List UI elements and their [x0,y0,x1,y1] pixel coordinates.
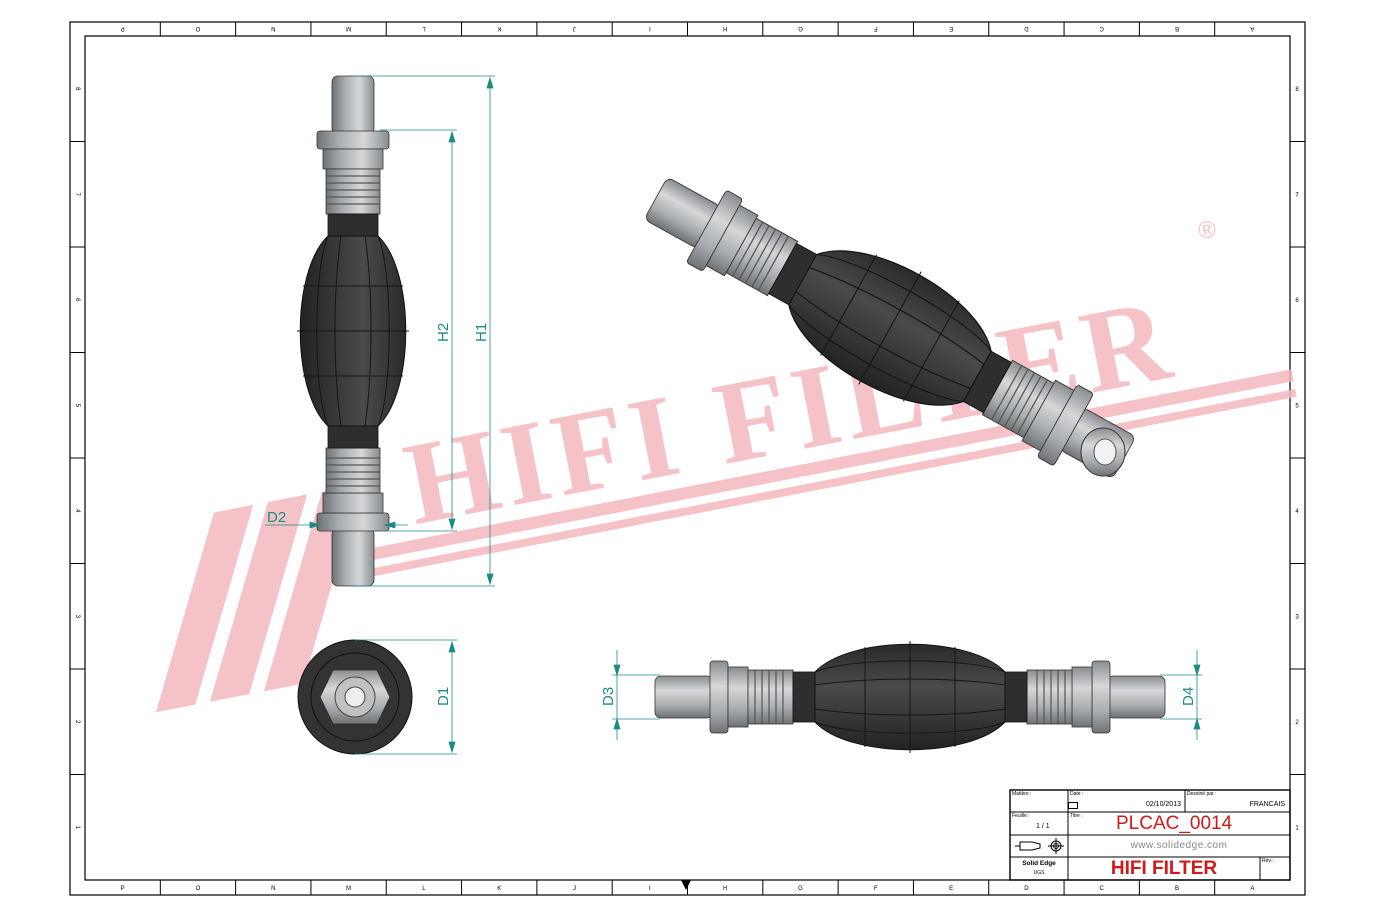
dim-d2: D2 [267,509,286,526]
drawing-title: PLCAC_0014 [1116,813,1233,834]
date-value: 02/10/2013 [1145,801,1181,808]
dim-h1: H1 [473,323,490,342]
zone-label: 1 [1295,825,1299,831]
zone-label: J [573,886,576,892]
sheet-label: Feuille : [1012,813,1030,819]
bottom-view [297,639,413,755]
zone-label: H [723,25,727,31]
date-label: Date : [1070,791,1084,797]
zone-label: 1 [74,826,80,830]
zone-label: K [497,25,501,31]
zone-label: G [798,25,803,31]
zone-label: 2 [74,720,80,724]
projection-cone-icon [1015,841,1041,851]
zone-label: I [649,25,651,31]
zone-label: P [121,886,125,892]
zone-label: L [422,25,426,31]
zone-label: 2 [1295,720,1299,726]
zone-label: B [1175,25,1179,31]
company-name: HIFI FILTER [1110,858,1218,879]
dim-d4: D4 [1180,687,1197,706]
svg-text:®: ® [1196,215,1219,245]
zone-label: 5 [74,404,80,408]
zone-label: A [1250,886,1254,892]
zone-label: 4 [1295,509,1299,515]
title-cell: Titre : PLCAC_0014 [1068,812,1290,835]
material-cell: Matière : [1010,790,1068,812]
drawn-by-cell: Dessiné par : FRANCAIS [1185,790,1290,812]
software-cell: Solid Edge UGS [1010,857,1068,880]
material-label: Matière : [1012,791,1032,797]
dimension-lines [265,75,1202,755]
dim-h2: H2 [435,323,452,342]
zone-label: O [195,25,200,31]
zone-label: 5 [1295,403,1299,409]
center-mark-icon [681,880,691,890]
zone-label: 3 [1295,614,1299,620]
zone-label: C [1100,886,1105,892]
zone-label: E [949,886,953,892]
software-name: Solid Edge [1022,860,1056,867]
dim-d1: D1 [435,687,452,706]
title-label: Titre : [1070,813,1083,819]
zone-label: D [1024,25,1029,31]
website-text: www.solidedge.com [1130,840,1228,851]
projection-symbol [1010,835,1068,857]
zone-label: M [346,886,351,892]
projection-circle-icon [1048,838,1064,854]
zone-label: 7 [1295,192,1299,198]
zone-label: N [271,25,275,31]
software-vendor: UGS [1033,870,1045,876]
zone-label: 6 [74,298,80,302]
isometric-view [623,141,1157,515]
zone-label: D [1024,886,1029,892]
zone-label: N [271,886,275,892]
zone-label: 3 [74,615,80,619]
date-cell: Date : 02/10/2013 [1068,790,1185,812]
zone-label: O [196,886,201,892]
dim-d3: D3 [600,687,617,706]
drawn-by-value: FRANCAIS [1249,801,1285,808]
zone-label: C [1099,25,1104,31]
sheet-value: 1 / 1 [1036,823,1050,830]
zone-label: 6 [1295,298,1299,304]
zone-label: 7 [74,193,80,197]
zone-label: K [497,886,501,892]
sheet-cell: Feuille : 1 / 1 [1010,812,1068,835]
zone-label: J [573,25,576,31]
calendar-icon [1068,802,1078,809]
zone-label: 8 [74,87,80,91]
zone-label: P [121,25,125,31]
zone-label: E [949,25,953,31]
zone-label: A [1250,25,1254,31]
revision-cell: Rév. : [1260,857,1290,880]
zone-label: F [874,25,878,31]
zone-label: M [346,25,351,31]
zone-label: I [649,886,651,892]
zone-markers: P P O O N N M M L L K K J J I I H H G G F F E E D D C C B B A A 8 8 7 7 6 6 5 5… [70,22,1305,895]
zone-label: L [422,886,426,892]
zone-label: F [874,886,878,892]
zone-label: G [798,886,803,892]
revision-label: Rév. : [1262,858,1275,864]
drawn-by-label: Dessiné par : [1187,791,1217,797]
zone-label: 8 [1295,87,1299,93]
zone-label: B [1175,886,1179,892]
zone-label: H [723,886,727,892]
zone-label: 4 [74,509,80,513]
